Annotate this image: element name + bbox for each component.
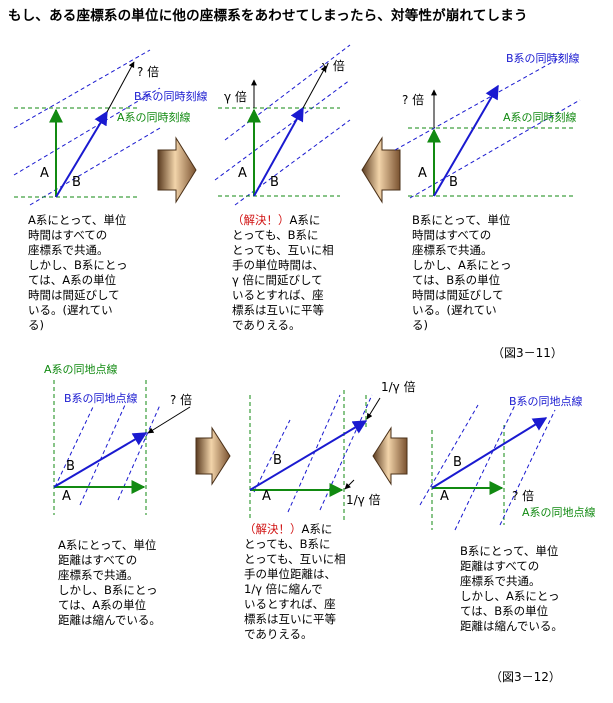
fig11-p3-a-line-label: A系の同時刻線	[503, 110, 577, 124]
fig12-p3-factor: ? 倍	[512, 488, 534, 503]
fig12-p2-label-a: A	[262, 489, 271, 504]
fig12-p3-label-a: A	[440, 489, 449, 504]
fig11-p1-a-line-label: A系の同時刻線	[117, 110, 191, 124]
fig12-p3-b-line-label: B系の同地点線	[509, 394, 583, 408]
fig12-desc-2: （解決！）A系に とっても、B系にとっても、互いに相 手の単位距離は、1/γ 倍…	[244, 522, 346, 641]
fig11-p1-label-a: A	[40, 166, 49, 181]
fig12-panel-1: ? 倍 A系の同地点線 B系の同地点線 B A	[44, 362, 192, 515]
fig11-p3-label-b: B	[449, 175, 458, 190]
fig12-desc-3: B系にとって、単位距離はすべての 座標系で共通。しかし、A系にとっ ては、B系の…	[460, 544, 563, 633]
fig11-p2-factor: γ 倍	[322, 58, 345, 73]
fig11-p2-label-a: A	[238, 166, 247, 181]
fig12-p2-factor-top: 1/γ 倍	[381, 379, 416, 394]
fig11-p1-factor: ? 倍	[137, 64, 159, 79]
fig12-p1-a-line-label: A系の同地点線	[44, 362, 118, 376]
arrow-left-icon-2	[372, 426, 408, 486]
fig11-p2-factor-top: γ 倍	[224, 89, 247, 104]
fig11-p2-label-b: B	[270, 175, 279, 190]
fig11-caption: （図3－11）	[492, 346, 563, 360]
fig12-p1-factor: ? 倍	[170, 392, 192, 407]
fig11-desc-1: A系にとって、単位時間はすべての 座標系で共通。しかし、B系にとっ ては、A系の…	[28, 213, 128, 332]
fig11-p3-factor: ? 倍	[402, 92, 424, 107]
solved-label-2: （解決！）	[244, 522, 302, 536]
fig11-panel-1: ? 倍 B系の同時刻線 A系の同時刻線 A B	[13, 49, 208, 206]
arrow-left-icon	[361, 136, 401, 204]
fig12-p3-a-line-label: A系の同地点線	[522, 505, 596, 519]
fig12-panel-3: ? 倍 B系の同地点線 A系の同地点線 B A	[419, 394, 596, 531]
fig12-p2-factor-bottom: 1/γ 倍	[346, 492, 381, 507]
arrow-right-icon	[157, 136, 197, 204]
fig12-p1-label-a: A	[62, 489, 71, 504]
fig12-caption: （図3－12）	[490, 670, 561, 684]
fig11-p1-b-line-label: B系の同時刻線	[134, 89, 208, 103]
fig11-desc-2: （解決！）A系に とっても、B系にとっても、互いに相 手の単位時間は、γ 倍に間…	[232, 213, 334, 332]
fig12-panel-2: 1/γ 倍 1/γ 倍 B A	[249, 379, 416, 520]
fig12-p1-b-line-label: B系の同地点線	[64, 391, 138, 405]
page-title: もし、ある座標系の単位に他の座標系をあわせてしまったら、対等性が崩れてしまう	[8, 8, 528, 24]
fig11-p1-label-b: B	[72, 175, 81, 190]
fig11-panel-2: γ 倍 γ 倍 A B	[214, 44, 351, 206]
fig12-p3-label-b: B	[453, 455, 462, 470]
fig11-p3-label-a: A	[418, 166, 427, 181]
fig11-p3-b-line-label: B系の同時刻線	[506, 51, 580, 65]
fig11-desc-3: B系にとって、単位時間はすべての 座標系で共通。しかし、A系にとっ ては、B系の…	[412, 213, 512, 332]
fig11-panel-3: ? 倍 B系の同時刻線 A系の同時刻線 A B	[394, 51, 581, 199]
solved-label: （解決！）	[232, 213, 290, 227]
arrow-right-icon-2	[195, 426, 231, 486]
fig12-desc-1: A系にとって、単位距離はすべての 座標系で共通。しかし、B系にとっ ては、A系の…	[58, 538, 161, 627]
fig12-p2-label-b: B	[273, 453, 282, 468]
fig12-p1-label-b: B	[66, 459, 75, 474]
